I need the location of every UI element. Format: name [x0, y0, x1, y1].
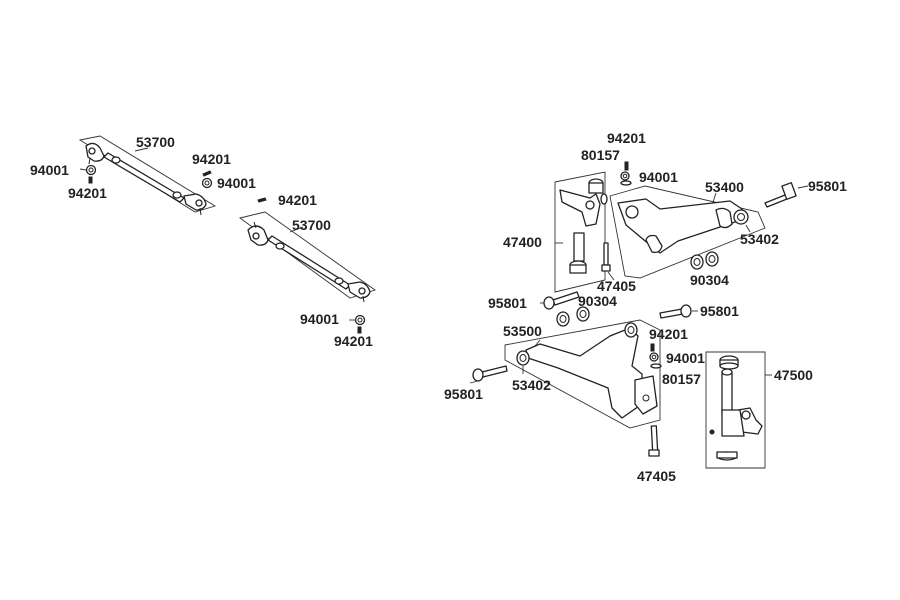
knuckle-upper-frame [554, 171, 606, 293]
tie-rod-assembly-lower [238, 197, 376, 334]
label-90304-upper: 90304 [690, 272, 729, 288]
label-53400: 53400 [705, 179, 744, 195]
nut-94001-lower-arm [649, 352, 659, 362]
knuckle-lower-frame [705, 351, 766, 469]
label-90304-mid: 90304 [578, 293, 617, 309]
tie-rod-lower-frame [238, 211, 376, 299]
upper-a-arm-assembly [609, 182, 809, 279]
ball-joint-right-lower [347, 281, 371, 303]
cotter-pin-94201-upper-right [202, 170, 212, 177]
cotter-pin-94201-mid [257, 197, 267, 203]
label-94201-lower-left: 94201 [334, 333, 373, 349]
lower-a-arm-frame [504, 319, 661, 429]
bolt-95801-mid [540, 291, 580, 310]
upper-a-arm-frame [609, 185, 766, 279]
label-53500: 53500 [503, 323, 542, 339]
label-94001-lower: 94001 [666, 350, 705, 366]
ball-joint-left-lower [247, 221, 269, 246]
ball-joint-left-upper [85, 142, 105, 165]
leader-53700-upper [134, 147, 149, 152]
label-94201-lower: 94201 [649, 326, 688, 342]
callout-labels: 53700 94001 94201 94201 94001 94201 5370… [30, 130, 847, 484]
ball-joint-right-upper [183, 193, 207, 216]
leader-95801-d [469, 380, 479, 384]
steering-knuckle-47400 [559, 178, 608, 274]
label-47405-upper: 47405 [597, 278, 636, 294]
cotter-80157-knuckle [620, 180, 632, 186]
label-94001-knuckle: 94001 [639, 169, 678, 185]
bolt-95801-lower-right [659, 304, 692, 319]
label-80157-lower: 80157 [662, 371, 701, 387]
leader-94001-a [79, 168, 87, 171]
steering-knuckle-assembly-upper [554, 161, 632, 293]
steering-knuckle-assembly-lower [705, 351, 772, 469]
nuts-90304-upper [690, 251, 719, 270]
label-94001-upper-left: 94001 [30, 162, 69, 178]
label-47500: 47500 [774, 367, 813, 383]
label-95801-mid: 95801 [488, 295, 527, 311]
tie-rod-bar-lower [267, 235, 351, 290]
label-95801-upper: 95801 [808, 178, 847, 194]
nut-94001-upper-left [85, 164, 97, 176]
label-94201-knuckle: 94201 [607, 130, 646, 146]
cotter-pin-94201-upper-left [88, 176, 93, 184]
lower-a-arm-assembly [469, 304, 698, 457]
pin-94201-lower [650, 343, 655, 352]
nut-90304-mid [556, 306, 590, 327]
label-94201-upper-left: 94201 [68, 185, 107, 201]
label-94201-mid: 94201 [278, 192, 317, 208]
leader-47405-a [607, 271, 615, 281]
label-95801-lower-left: 95801 [444, 386, 483, 402]
label-94001-lower-left: 94001 [300, 311, 339, 327]
tie-rod-assembly-upper [78, 135, 217, 216]
label-53402-upper: 53402 [740, 231, 779, 247]
label-47400: 47400 [503, 234, 542, 250]
label-80157-knuckle: 80157 [581, 147, 620, 163]
cotter-pin-94201-lower [357, 326, 362, 334]
leader-95801-a [797, 185, 809, 189]
label-47405-lower: 47405 [637, 468, 676, 484]
leader-53700-lower [289, 226, 304, 233]
steering-knuckle-47500 [709, 355, 763, 461]
tie-rod-bar-upper [103, 152, 185, 203]
bolt-95801-upper [764, 182, 797, 208]
bolt-47405-upper [601, 242, 611, 272]
bolt-95801-lower-left [472, 365, 508, 382]
nut-94001-knuckle [620, 171, 630, 181]
nut-94001-lower [354, 314, 366, 326]
leader-53500 [534, 339, 541, 347]
lower-a-arm-53500 [516, 322, 658, 419]
nut-94001-upper-right [201, 177, 213, 189]
label-94001-upper-right: 94001 [217, 175, 256, 191]
label-53700-lower: 53700 [292, 217, 331, 233]
leader-53402-upper [745, 224, 751, 233]
pin-94201-knuckle [624, 161, 629, 171]
label-94201-upper-right: 94201 [192, 151, 231, 167]
label-53402-lower: 53402 [512, 377, 551, 393]
bolt-47405-lower [648, 425, 660, 457]
label-53700-upper: 53700 [136, 134, 175, 150]
label-95801-lower-right: 95801 [700, 303, 739, 319]
upper-a-arm-53400 [617, 198, 749, 254]
washer-80157-lower [650, 363, 662, 369]
